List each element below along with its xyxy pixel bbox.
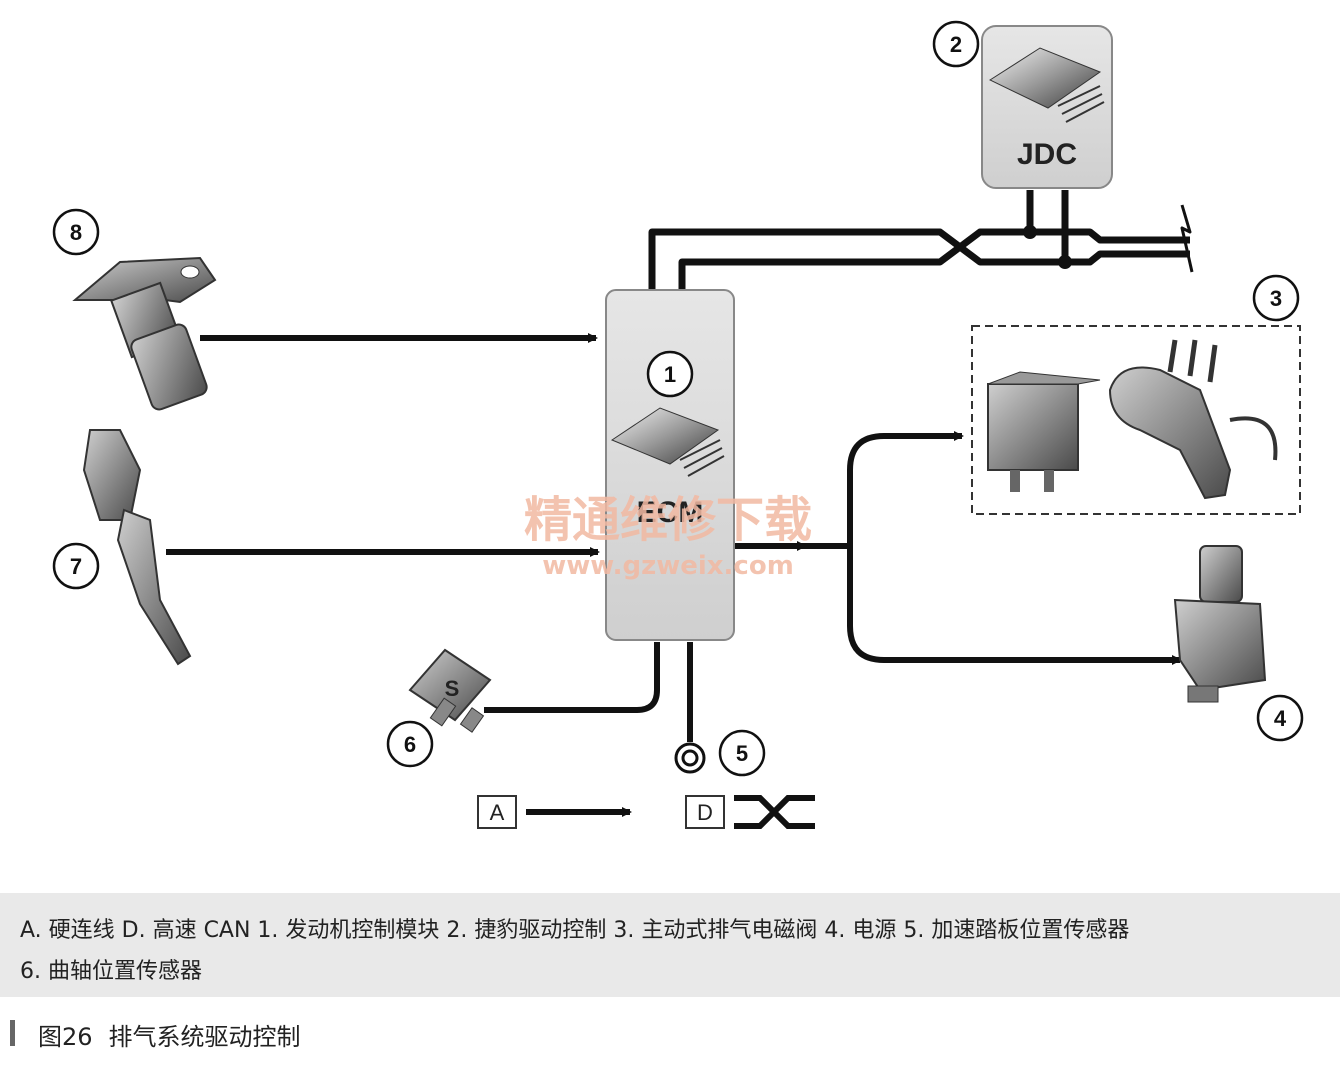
fuse-image: S (408, 648, 492, 733)
system-diagram: ECM JDC S (52, 20, 1304, 829)
svg-text:5: 5 (736, 741, 748, 766)
crankshaft-sensor-image (72, 256, 217, 411)
svg-text:6: 6 (404, 732, 416, 757)
svg-text:7: 7 (70, 554, 82, 579)
legend-line-2: 6. 曲轴位置传感器 (20, 959, 202, 984)
watermark-url: www.gzweix.com (542, 551, 794, 581)
callout-4: 4 (1256, 694, 1304, 742)
hardwire-lines (166, 333, 1182, 742)
can-junction (1023, 225, 1037, 239)
svg-text:1: 1 (664, 362, 676, 387)
svg-text:4: 4 (1274, 706, 1287, 731)
svg-text:8: 8 (70, 220, 82, 245)
relay-image (987, 371, 1101, 492)
fuse-label: S (445, 676, 460, 701)
jdc-module: JDC (981, 25, 1113, 189)
key-d-label: D (697, 800, 713, 825)
callout-2: 2 (932, 20, 980, 68)
jdc-label: JDC (1017, 138, 1077, 171)
callout-5: 5 (718, 729, 766, 777)
legend-band (0, 893, 1340, 997)
key-can: D (685, 795, 815, 829)
solenoid-group-box (971, 325, 1301, 515)
chip-icon (988, 47, 1102, 109)
figure-title: 排气系统驱动控制 (108, 1023, 301, 1051)
ground-symbol (674, 742, 706, 774)
key-a-label: A (490, 800, 505, 825)
svg-text:2: 2 (950, 32, 962, 57)
svg-text:3: 3 (1270, 286, 1282, 311)
accelerator-pedal-image (82, 429, 192, 666)
callout-7: 7 (52, 542, 100, 590)
can-bus (648, 190, 1194, 292)
chip-pins (679, 439, 725, 477)
ecm-module: ECM (605, 289, 735, 641)
key-hardwire: A (477, 795, 632, 829)
callout-1: 1 (646, 350, 694, 398)
figure-marker (10, 1020, 15, 1046)
callout-3: 3 (1252, 274, 1300, 322)
callout-6: 6 (386, 720, 434, 768)
chip-icon (610, 407, 720, 465)
watermark-cn: 精通维修下载 (524, 492, 812, 548)
ecm-label: ECM (637, 496, 704, 529)
can-junction (1058, 255, 1072, 269)
chip-pins (1057, 85, 1105, 123)
callout-8: 8 (52, 208, 100, 256)
figure-number: 图26 (38, 1023, 93, 1051)
legend-line-1: A. 硬连线 D. 高速 CAN 1. 发动机控制模块 2. 捷豹驱动控制 3.… (20, 918, 1130, 943)
power-component-image (1173, 545, 1267, 703)
figure-caption: 图26 排气系统驱动控制 (38, 1017, 317, 1052)
solenoid-valve-image (1108, 339, 1278, 500)
